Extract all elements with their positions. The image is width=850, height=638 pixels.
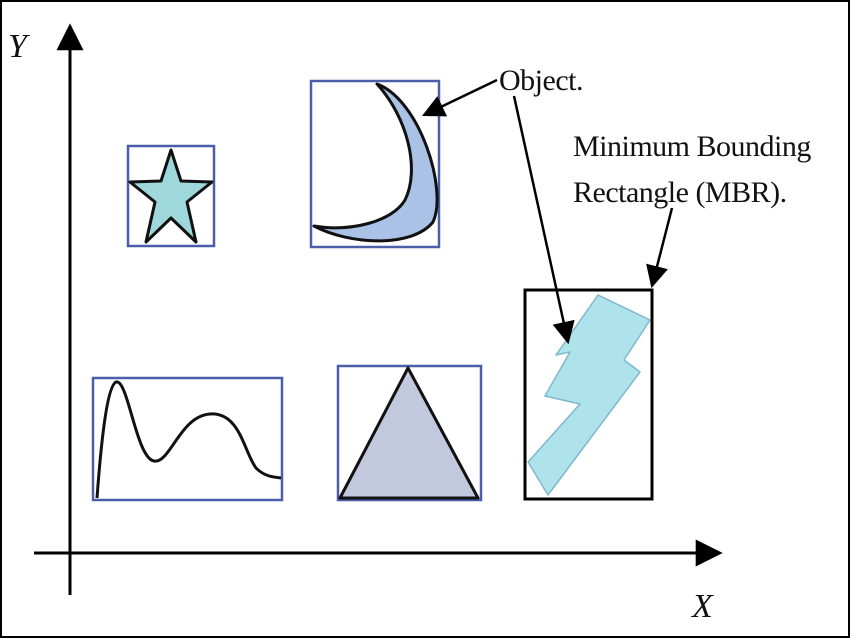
lightning-bolt-shape	[527, 294, 651, 496]
mbr-arrow-to-rectangle	[646, 207, 674, 289]
curve-mbr	[91, 376, 284, 502]
object-arrow-to-bolt	[512, 95, 575, 345]
mbr-annotation-line2: Rectangle (MBR).	[573, 176, 787, 209]
object-annotation: Object.	[499, 64, 583, 97]
triangle-mbr	[336, 364, 483, 502]
mbr-annotation-line1: Minimum Bounding	[573, 130, 811, 163]
x-axis-label: X	[692, 588, 713, 625]
crescent-shape	[312, 82, 439, 243]
y-axis-label: Y	[8, 28, 27, 65]
object-arrow-to-crescent	[421, 78, 498, 117]
triangle-shape	[338, 366, 480, 500]
crescent-mbr	[309, 79, 441, 249]
star-mbr	[126, 144, 216, 248]
bolt-mbr	[523, 288, 654, 501]
curve-shape	[95, 380, 282, 499]
star-shape	[128, 148, 214, 244]
